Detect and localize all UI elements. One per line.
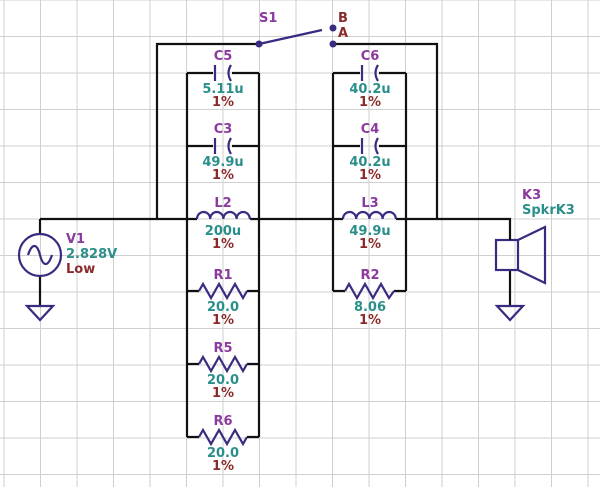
l3-value: 49.9u bbox=[349, 224, 390, 239]
c5-ref: C5 bbox=[214, 49, 233, 64]
r1-value: 20.0 bbox=[207, 300, 239, 315]
c6-tol: 1% bbox=[359, 95, 381, 110]
capacitor-plate-curved bbox=[374, 64, 379, 82]
c3-tol: 1% bbox=[212, 168, 234, 183]
k3-ref: K3 bbox=[522, 188, 541, 203]
wires bbox=[38, 42, 512, 439]
r2-tol: 1% bbox=[359, 313, 381, 328]
resistor-zigzag bbox=[198, 281, 248, 301]
inductor-coil bbox=[195, 210, 251, 220]
r6-value: 20.0 bbox=[207, 446, 239, 461]
r6-tol: 1% bbox=[212, 459, 234, 474]
resistor-zigzag bbox=[198, 427, 248, 447]
switch-s1: S1 B A bbox=[255, 11, 348, 48]
ground-speaker-icon bbox=[494, 304, 526, 322]
r6-ref: R6 bbox=[213, 414, 232, 429]
c4-value: 40.2u bbox=[349, 155, 390, 170]
ground-triangle bbox=[24, 304, 56, 322]
r5-value: 20.0 bbox=[207, 373, 239, 388]
resistor-r1: R1 20.0 1% bbox=[198, 268, 248, 328]
c3-value: 49.9u bbox=[202, 155, 243, 170]
speaker-magnet bbox=[494, 238, 520, 272]
switch-contact-b bbox=[329, 24, 337, 32]
switch-ref: S1 bbox=[259, 11, 277, 26]
k3-value: SpkrK3 bbox=[522, 203, 575, 218]
c5-value: 5.11u bbox=[202, 82, 243, 97]
l3-tol: 1% bbox=[359, 237, 381, 252]
r1-tol: 1% bbox=[212, 313, 234, 328]
capacitor-plate-curved bbox=[227, 137, 232, 155]
voltage-source-v1: V1 2.828V Low bbox=[17, 232, 117, 278]
source-circle bbox=[17, 232, 63, 278]
v1-ref: V1 bbox=[66, 232, 85, 247]
capacitor-plate-curved bbox=[374, 137, 379, 155]
v1-value: 2.828V bbox=[66, 247, 117, 262]
inductor-l3: L3 49.9u 1% bbox=[341, 196, 397, 252]
inductor-l2: L2 200u 1% bbox=[195, 196, 251, 252]
switch-contact-a bbox=[329, 40, 337, 48]
r5-ref: R5 bbox=[213, 341, 232, 356]
l2-tol: 1% bbox=[212, 237, 234, 252]
resistor-r6: R6 20.0 1% bbox=[198, 414, 248, 474]
sine-wave-icon bbox=[26, 244, 54, 266]
c4-ref: C4 bbox=[361, 122, 380, 137]
c3-ref: C3 bbox=[214, 122, 233, 137]
l3-ref: L3 bbox=[361, 196, 378, 211]
r5-tol: 1% bbox=[212, 386, 234, 401]
l2-value: 200u bbox=[205, 224, 241, 239]
resistor-zigzag bbox=[344, 281, 395, 301]
capacitor-c3: C3 49.9u 1% bbox=[202, 122, 243, 183]
capacitor-plate-curved bbox=[227, 64, 232, 82]
ground-source-icon bbox=[24, 304, 56, 322]
inductor-coil bbox=[341, 210, 397, 220]
wire-switch-right bbox=[333, 42, 439, 219]
c4-tol: 1% bbox=[359, 168, 381, 183]
switch-label-a: A bbox=[338, 26, 348, 41]
wire-main-right bbox=[406, 217, 512, 236]
ground-triangle bbox=[494, 304, 526, 322]
speaker-cone-icon bbox=[517, 225, 547, 285]
c6-ref: C6 bbox=[361, 49, 380, 64]
resistor-r5: R5 20.0 1% bbox=[198, 341, 248, 401]
capacitor-c5: C5 5.11u 1% bbox=[202, 49, 243, 110]
c5-tol: 1% bbox=[212, 95, 234, 110]
capacitor-c4: C4 40.2u 1% bbox=[349, 122, 390, 183]
v1-level: Low bbox=[66, 262, 95, 277]
resistor-r2: R2 8.06 1% bbox=[344, 268, 395, 328]
r2-ref: R2 bbox=[360, 268, 379, 283]
r2-value: 8.06 bbox=[354, 300, 386, 315]
resistor-zigzag bbox=[198, 354, 248, 374]
switch-blade bbox=[258, 28, 323, 46]
c6-value: 40.2u bbox=[349, 82, 390, 97]
capacitor-c6: C6 40.2u 1% bbox=[349, 49, 390, 110]
wire-switch-left bbox=[155, 42, 259, 219]
speaker-k3: K3 SpkrK3 bbox=[494, 188, 575, 285]
switch-label-b: B bbox=[338, 11, 348, 26]
r1-ref: R1 bbox=[213, 268, 232, 283]
l2-ref: L2 bbox=[214, 196, 231, 211]
